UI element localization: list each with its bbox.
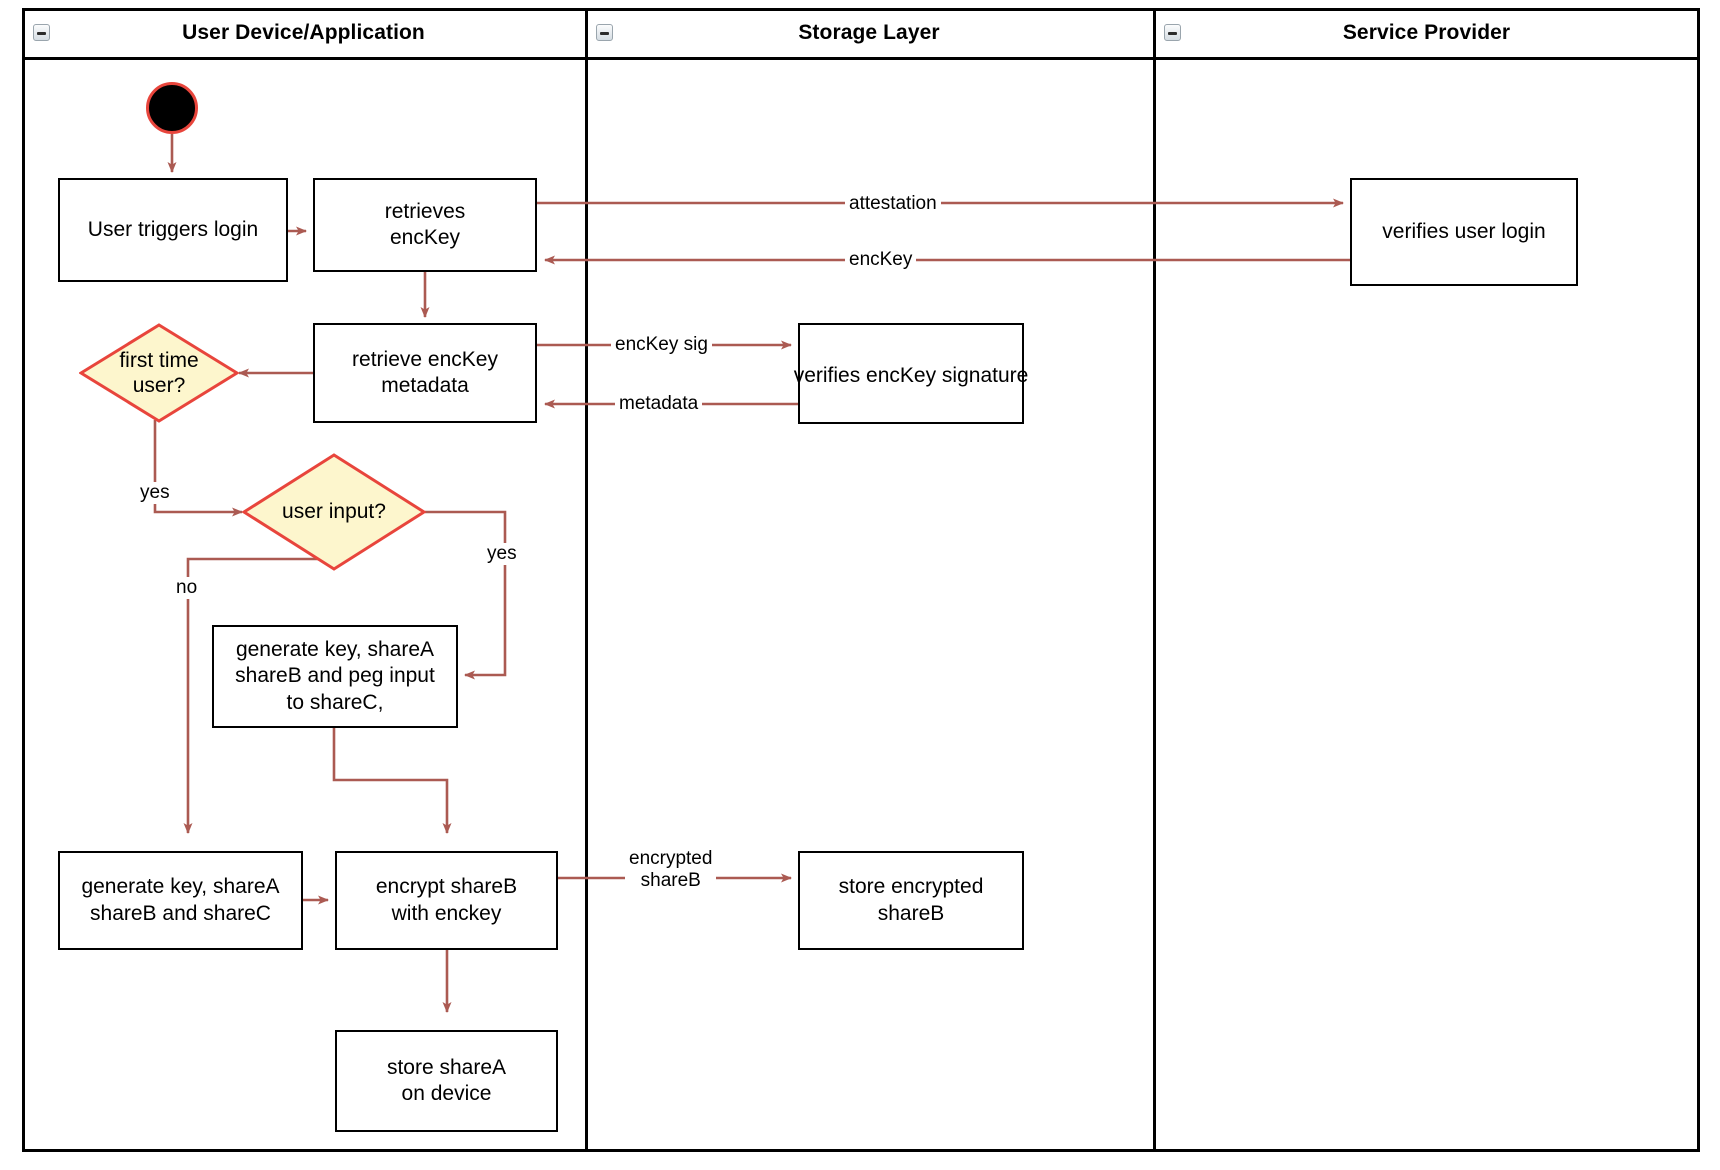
activity-verifies-user-login[interactable]: verifies user login <box>1350 178 1578 286</box>
edge-label-yes-first-time: yes <box>136 482 174 504</box>
lane-header-storage-layer[interactable]: Storage Layer <box>585 8 1153 60</box>
lane-header-service-provider[interactable]: Service Provider <box>1153 8 1700 60</box>
decision-user-input[interactable]: user input? <box>241 453 427 571</box>
activity-user-triggers-login[interactable]: User triggers login <box>58 178 288 282</box>
edge-label-yes-user-input: yes <box>483 543 521 565</box>
decision-label: first time user? <box>119 348 199 397</box>
activity-verifies-enckey-signature[interactable]: verifies encKey signature <box>794 323 1028 424</box>
activity-label: verifies user login <box>1382 219 1546 243</box>
activity-generate-key-shares[interactable]: generate key, shareA shareB and shareC <box>58 851 303 950</box>
collapse-minus-icon[interactable] <box>1164 24 1181 41</box>
lane-title-service-provider: Service Provider <box>1342 20 1511 44</box>
lane-header-user-device[interactable]: User Device/Application <box>22 8 585 60</box>
activity-retrieve-enckey-metadata[interactable]: retrieve encKey metadata <box>313 323 537 423</box>
activity-label: store shareA on device <box>386 1055 507 1105</box>
lane-divider-2 <box>1153 8 1156 1152</box>
diamond-shape <box>241 453 427 571</box>
activity-label: retrieve encKey metadata <box>352 347 498 397</box>
collapse-minus-icon[interactable] <box>33 24 50 41</box>
lane-divider-1 <box>585 8 588 1152</box>
activity-label: store encrypted shareB <box>838 875 984 925</box>
activity-label: retrieves encKey <box>384 199 466 249</box>
lane-title-user-device: User Device/Application <box>182 20 425 44</box>
edge-label-enckey: encKey <box>845 249 917 271</box>
activity-store-encrypted-shareb[interactable]: store encrypted shareB <box>798 851 1024 950</box>
activity-label: generate key, shareA shareB and shareC <box>81 875 280 925</box>
activity-label: User triggers login <box>87 217 259 241</box>
edge-label-enckey-sig: encKey sig <box>611 334 712 356</box>
start-node[interactable] <box>146 82 198 134</box>
edge-label-no-user-input: no <box>172 577 202 599</box>
activity-store-sharea-on-device[interactable]: store shareA on device <box>335 1030 558 1132</box>
activity-label: generate key, shareA shareB and peg inpu… <box>235 638 435 714</box>
decision-label: user input? <box>282 500 386 524</box>
activity-encrypt-shareb[interactable]: encrypt shareB with enckey <box>335 851 558 950</box>
activity-generate-key-peg-input[interactable]: generate key, shareA shareB and peg inpu… <box>212 625 458 728</box>
edge-label-attestation: attestation <box>845 193 941 215</box>
activity-retrieves-enckey[interactable]: retrieves encKey <box>313 178 537 272</box>
edge-label-metadata: metadata <box>615 393 703 415</box>
decision-first-time-user[interactable]: first time user? <box>78 323 240 423</box>
collapse-minus-icon[interactable] <box>596 24 613 41</box>
activity-label: encrypt shareB with enckey <box>375 875 518 925</box>
edge-label-encrypted-shareb: encrypted shareB <box>625 848 717 892</box>
lane-title-storage-layer: Storage Layer <box>798 20 940 44</box>
activity-label: verifies encKey signature <box>793 364 1029 387</box>
